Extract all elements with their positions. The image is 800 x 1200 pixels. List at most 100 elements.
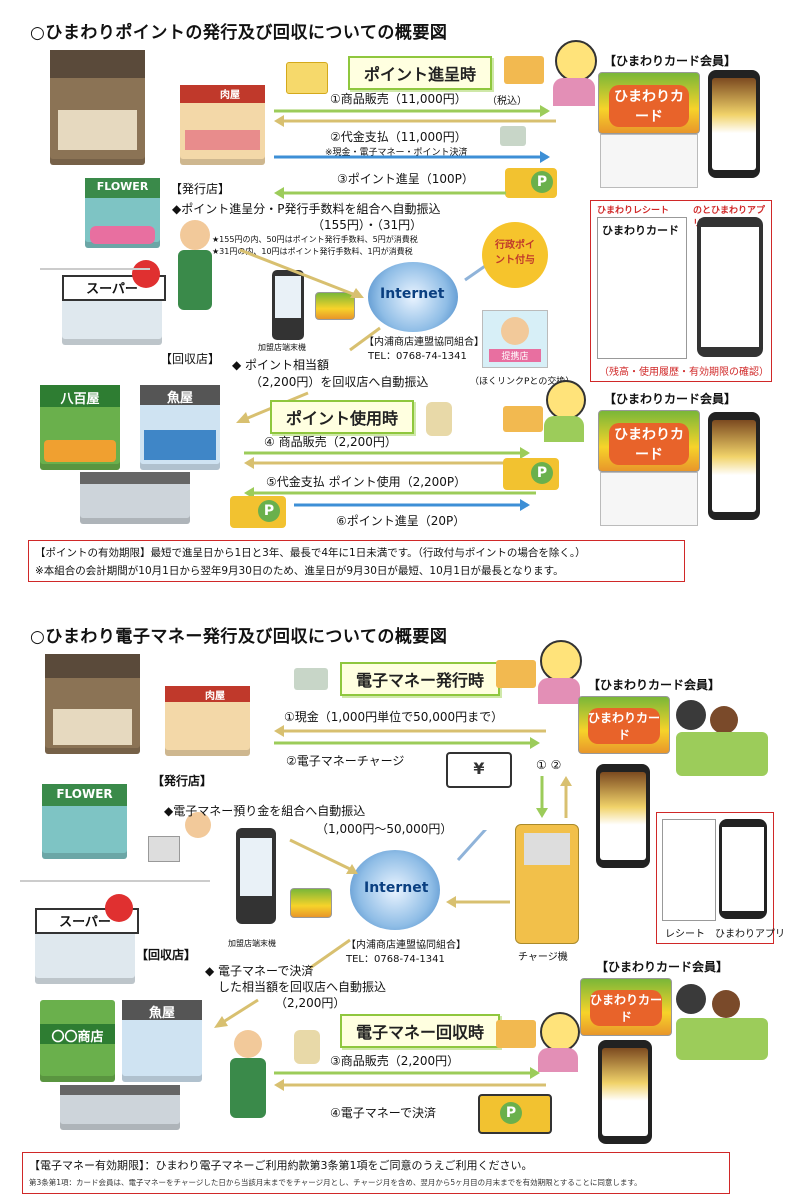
internet-label-1: Internet <box>380 286 445 302</box>
shopping-bag-icon <box>426 402 452 436</box>
s2-issuer-amount: （1,000円～50,000円） <box>316 822 453 836</box>
meat-shop-illustration-2: 肉屋 <box>165 686 250 756</box>
issuer-note-2: ★31円の内、10円はポイント発行手数料、1円が消費税 <box>212 247 413 256</box>
member-woman-icon-4 <box>540 1012 580 1052</box>
step3-label: ③ポイント進呈（100P） <box>337 172 474 186</box>
s2-issuer-label: 【発行店】 <box>152 774 213 788</box>
store-illustration-old-house <box>50 50 145 165</box>
s2-step3-arrow <box>274 1067 540 1079</box>
s2-issuer-description: ◆電子マネー預り金を組合へ自動振込 <box>164 804 366 818</box>
market-building-illustration <box>80 472 190 524</box>
hand-card-icon-3 <box>496 1020 536 1048</box>
hand-cash-icon <box>496 660 536 688</box>
union-name-2: 【内浦商店連盟協同組合】 <box>346 940 466 951</box>
emoney-expiry-box: 【電子マネー有効期限】：ひまわり電子マネーご利用約款第3条第1項をご同意のうえご… <box>22 1152 730 1194</box>
s2-himawari-card-2: ひまわりカード <box>580 978 672 1036</box>
emoney-expiry-line-1: 【電子マネー有効期限】：ひまわり電子マネーご利用約款第3条第1項をご同意のうえご… <box>29 1159 533 1172</box>
app-phone-3 <box>708 412 760 520</box>
himawari-card-back-2 <box>600 472 698 526</box>
app-phone-1 <box>708 70 760 178</box>
point-expiry-line-1: 【ポイントの有効期限】最短で進呈日から1日と3年、最長で4年に1日未満です。（行… <box>35 547 586 559</box>
divider-line <box>40 268 150 270</box>
s2-himawari-card-1: ひまわりカード <box>578 696 670 754</box>
cash-icon <box>294 668 328 690</box>
hand-card-icon <box>504 56 544 84</box>
small-card-icon <box>315 292 355 320</box>
step1-tax-label: （税込） <box>487 96 527 107</box>
member-woman-icon-2 <box>546 380 586 420</box>
s2-step4-label: ④電子マネーで決済 <box>330 1106 437 1120</box>
meat-shop-illustration: 肉屋 <box>180 85 265 165</box>
store-illustration-old-house-2 <box>45 654 140 754</box>
receipt-paper-icon: ひまわりカード <box>597 217 687 359</box>
member-body-illustration-3 <box>538 678 580 704</box>
member-label-1: 【ひまわりカード会員】 <box>604 54 737 68</box>
point-card-hand-icon-4: P <box>478 1094 552 1134</box>
s2-app-phone-2 <box>719 819 767 919</box>
clerk-body-illustration-3 <box>230 1058 266 1118</box>
clerk-head-icon-3 <box>234 1030 262 1058</box>
s2-step2-arrow <box>274 737 540 749</box>
step4-label: ④ 商品販売（2,200円） <box>264 435 397 449</box>
money-icon <box>500 126 526 146</box>
point-expiry-line-2: ※本組合の会計期間が10月1日から翌年9月30日のため、進呈日が9月30日が最短… <box>35 565 564 577</box>
clerk-head-icon <box>180 220 210 250</box>
point-use-badge: ポイント使用時 <box>270 400 415 434</box>
s2-app-phone-3 <box>598 1040 652 1144</box>
partner-store-icon: 提携店 <box>482 310 548 368</box>
member-body-illustration-2 <box>544 416 584 442</box>
sunflower-gov-point-icon: 行政ポイント付与 <box>482 222 548 288</box>
staff-woman-icon <box>710 706 738 734</box>
issuer-note-1: ★155円の内、50円はポイント発行手数料、5円が消費税 <box>212 235 418 244</box>
supermarket-illustration: スーパー <box>62 260 166 345</box>
shopping-bag-icon-2 <box>294 1030 320 1064</box>
s2-collector-desc-1: ◆ 電子マネーで決済 <box>205 964 314 978</box>
collector-amount: （2,200円）を回収店へ自動振込 <box>250 375 429 389</box>
counter-scene-illustration <box>676 732 768 776</box>
step2-note: ※現金・電子マネー・ポイント決済 <box>325 148 468 158</box>
step5-arrow <box>244 457 536 469</box>
issuer-description: ◆ポイント進呈分・P発行手数料を組合へ自動振込 <box>172 202 441 216</box>
s2-member-label-2: 【ひまわりカード会員】 <box>596 960 729 974</box>
issuer-label: 【発行店】 <box>170 182 231 196</box>
emoney-expiry-line-2: 第3条第1項：カード会員は、電子マネーをチャージした日から当該月末までをチャージ… <box>29 1178 642 1187</box>
fish-shop-illustration-2: 魚屋 <box>122 1000 202 1082</box>
s2-step3-label: ③商品販売（2,200円） <box>330 1054 460 1068</box>
s2-step1-label: ①現金（1,000円単位で50,000円まで） <box>284 710 504 724</box>
marumaru-shop-illustration: 〇〇商店 <box>40 1000 115 1082</box>
collector-description: ◆ ポイント相当額 <box>232 358 330 372</box>
market-building-illustration-2 <box>60 1085 180 1130</box>
s2-receipt-app-box: レシート ひまわりアプリ <box>656 812 785 944</box>
point-card-hand-icon: P <box>505 168 557 198</box>
circle-nums: ① ② <box>536 758 562 772</box>
network-arrows-2 <box>289 830 510 970</box>
partner-note: （ほくリンクPとの交換） <box>470 377 575 387</box>
himawari-card-back <box>600 134 698 188</box>
s2-collector-desc-2: した相当額を回収店へ自動振込 <box>218 980 387 994</box>
collector-label: 【回収店】 <box>160 352 221 366</box>
step2-arrow <box>274 115 556 127</box>
union-tel-2: TEL：0768-74-1341 <box>346 954 445 965</box>
customer-man-icon <box>676 700 706 730</box>
internet-globe-icon <box>368 262 458 332</box>
emoney-issue-badge: 電子マネー発行時 <box>340 662 501 696</box>
step2b-arrow <box>274 151 550 163</box>
supermarket-illustration-2: スーパー <box>35 894 139 984</box>
s2-collector-label: 【回収店】 <box>136 948 197 962</box>
fish-shop-illustration: 魚屋 <box>140 385 220 470</box>
step6-label: ⑥ポイント進呈（20P） <box>336 514 466 528</box>
clerk-head-icon-2 <box>185 812 211 838</box>
s2-app-caption: ひまわりアプリ <box>715 929 785 940</box>
step3-arrow <box>274 187 506 199</box>
step4-arrow <box>244 447 530 459</box>
s2-collector-arrow <box>214 998 259 1028</box>
member-body-illustration <box>553 78 595 106</box>
step5-label: ⑤代金支払 ポイント使用（2,200P） <box>266 475 467 489</box>
s2-app-phone-1 <box>596 764 650 868</box>
goods-package-icon <box>286 62 328 94</box>
section1-title: ○ひまわりポイントの発行及び回収についての概要図 <box>30 23 448 43</box>
step6-arrow <box>294 499 530 511</box>
step1-label: ①商品販売（11,000円） <box>330 92 467 106</box>
s2-step4-arrow <box>274 1079 546 1091</box>
charger-arrows <box>536 776 572 818</box>
